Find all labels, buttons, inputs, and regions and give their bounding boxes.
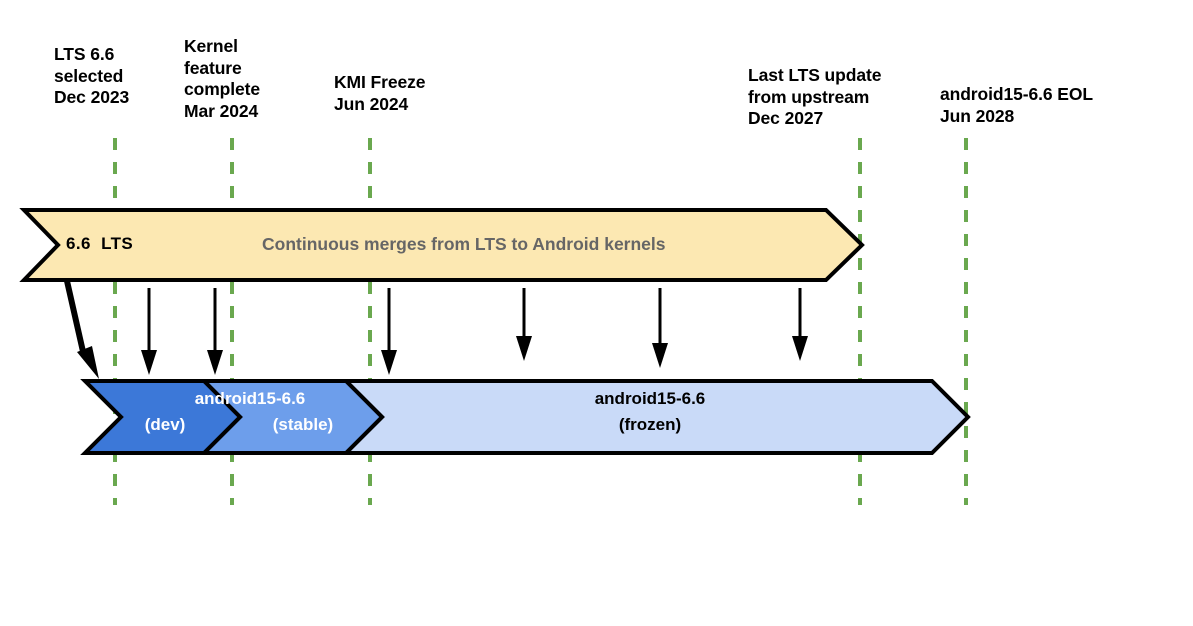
merge-arrow-2 (207, 288, 223, 375)
lts-version-label: 6.6 LTS (66, 234, 134, 253)
lts-merge-label: Continuous merges from LTS to Android ke… (262, 234, 666, 254)
milestone-label-android-eol: android15-6.6 EOL Jun 2028 (940, 84, 1093, 126)
merge-arrow-5 (652, 288, 668, 368)
android-segment-dev-shape (80, 379, 243, 455)
milestone-label-kmi-freeze: KMI Freeze Jun 2024 (334, 72, 426, 114)
android-segment-stable-state: (stable) (272, 415, 334, 434)
merge-arrows-group (64, 280, 808, 379)
android-segment-dev-state: (dev) (144, 415, 186, 434)
android-bar-shared-title: android15-6.6 (194, 389, 306, 408)
merge-arrow-3 (381, 288, 397, 375)
android-segment-frozen-state: (frozen) (618, 415, 682, 434)
android-segment-frozen-title: android15-6.6 (594, 389, 706, 408)
merge-arrow-branch (64, 280, 99, 379)
milestone-label-lts-selected: LTS 6.6 selected Dec 2023 (54, 44, 130, 107)
merge-arrow-6 (792, 288, 808, 361)
lts-bar-shape (19, 208, 865, 282)
milestone-label-last-lts-update: Last LTS update from upstream Dec 2027 (748, 65, 882, 128)
merge-arrow-1 (141, 288, 157, 375)
milestone-label-kernel-feature-complete: Kernel feature complete Mar 2024 (184, 36, 261, 121)
merge-arrow-4 (516, 288, 532, 361)
